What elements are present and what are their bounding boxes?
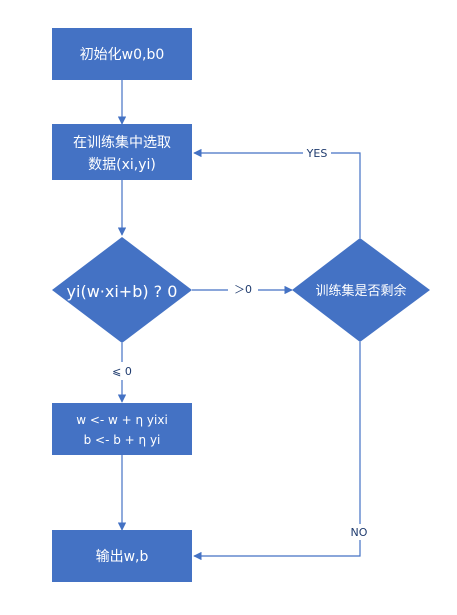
select-data-line1: 在训练集中选取 [73, 134, 171, 151]
condition-label: yi(w·xi+b) ? 0 [67, 282, 178, 301]
edge-label-yes: YES [306, 147, 328, 160]
init-node [52, 28, 192, 80]
condition-diamond [52, 237, 192, 343]
edge-remaining-no-to-output [193, 342, 361, 561]
remaining-label: 训练集是否剩余 [315, 283, 406, 299]
edge-label-greater-zero: ＞0 [234, 283, 252, 296]
edge-label-no: NO [351, 526, 368, 539]
update-line2: b <- b + η yi [84, 433, 161, 447]
select-data-node [52, 124, 192, 180]
edge-label-leq-zero: ⩽ 0 [112, 365, 132, 378]
update-node [52, 403, 192, 455]
select-data-line2: 数据(xi,yi) [88, 157, 156, 173]
update-line1: w <- w + η yixi [76, 413, 168, 427]
output-node [52, 530, 192, 582]
init-node-label: 初始化w0,b0 [80, 46, 165, 63]
edge-remaining-yes-to-select [193, 148, 361, 238]
remaining-diamond [292, 238, 430, 342]
output-label: 输出w,b [96, 549, 149, 565]
